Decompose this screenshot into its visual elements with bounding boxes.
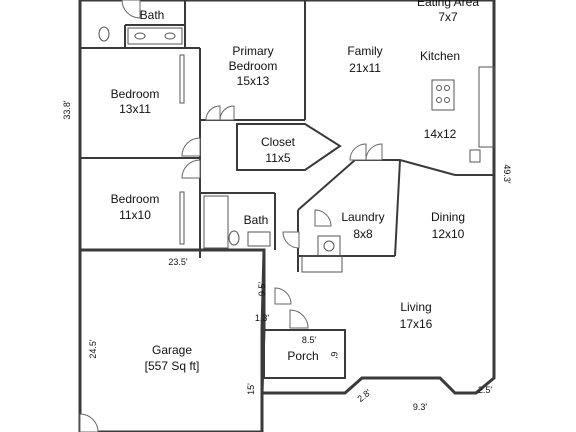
kitchen-name: Kitchen <box>420 49 460 63</box>
dim-bottom-b: 9.3' <box>413 402 428 412</box>
laundry-name: Laundry <box>341 210 384 224</box>
living-size: 17x16 <box>400 317 433 331</box>
dim-garage-left: 24.5' <box>88 339 98 359</box>
bath-top-name: Bath <box>140 8 165 22</box>
bedroom-1-size: 13x11 <box>119 102 151 116</box>
dim-bottom-a: 2.8' <box>355 387 373 404</box>
dim-porch-top: 8.5' <box>302 335 317 345</box>
bath-top-fixtures <box>98 26 183 45</box>
primary-bedroom-name-2: Bedroom <box>229 59 278 73</box>
dining-name: Dining <box>431 210 465 224</box>
garage-name: Garage <box>152 343 192 357</box>
dim-step-a: 9.5' <box>257 282 267 297</box>
dim-step-b: 1.3' <box>255 313 270 323</box>
eating-area-name: Eating Area <box>417 0 479 9</box>
closet-size: 11x5 <box>265 151 290 165</box>
laundry-fixtures <box>301 235 343 273</box>
fridge <box>469 149 481 163</box>
porch-floor <box>263 329 346 379</box>
garage-floor <box>78 248 266 432</box>
kitchen-island <box>431 79 455 111</box>
living-name: Living <box>400 300 431 314</box>
kitchen-size: 14x12 <box>424 127 457 141</box>
dining-size: 12x10 <box>432 227 465 241</box>
dim-right-wall: 49.3' <box>502 164 512 184</box>
family-name: Family <box>347 44 382 58</box>
dim-garage-top: 23.5' <box>168 257 188 267</box>
bath-mid-name: Bath <box>244 213 269 227</box>
bedroom-2-size: 11x10 <box>119 208 151 222</box>
dim-bottom-c: 2.5' <box>478 385 493 395</box>
bedroom-2-name: Bedroom <box>111 192 160 206</box>
family-size: 21x11 <box>349 61 381 75</box>
bath-mid-fixtures <box>203 195 271 249</box>
dim-porch-side: 6' <box>329 352 339 359</box>
primary-bedroom-name: Primary <box>232 44 273 58</box>
porch-name: Porch <box>287 349 318 363</box>
garage-size: [557 Sq ft] <box>145 359 200 373</box>
primary-bedroom-size: 15x13 <box>237 74 270 88</box>
dim-left-wall: 33.8' <box>62 100 72 120</box>
eating-area-size: 7x7 <box>438 10 458 24</box>
closet-name: Closet <box>261 135 296 149</box>
kitchen-counter <box>478 66 495 148</box>
closet-rods <box>179 54 185 245</box>
dim-garage-right: 15' <box>246 383 256 395</box>
laundry-size: 8x8 <box>353 227 373 241</box>
door-swings <box>79 0 383 432</box>
bedroom-1-name: Bedroom <box>111 87 160 101</box>
